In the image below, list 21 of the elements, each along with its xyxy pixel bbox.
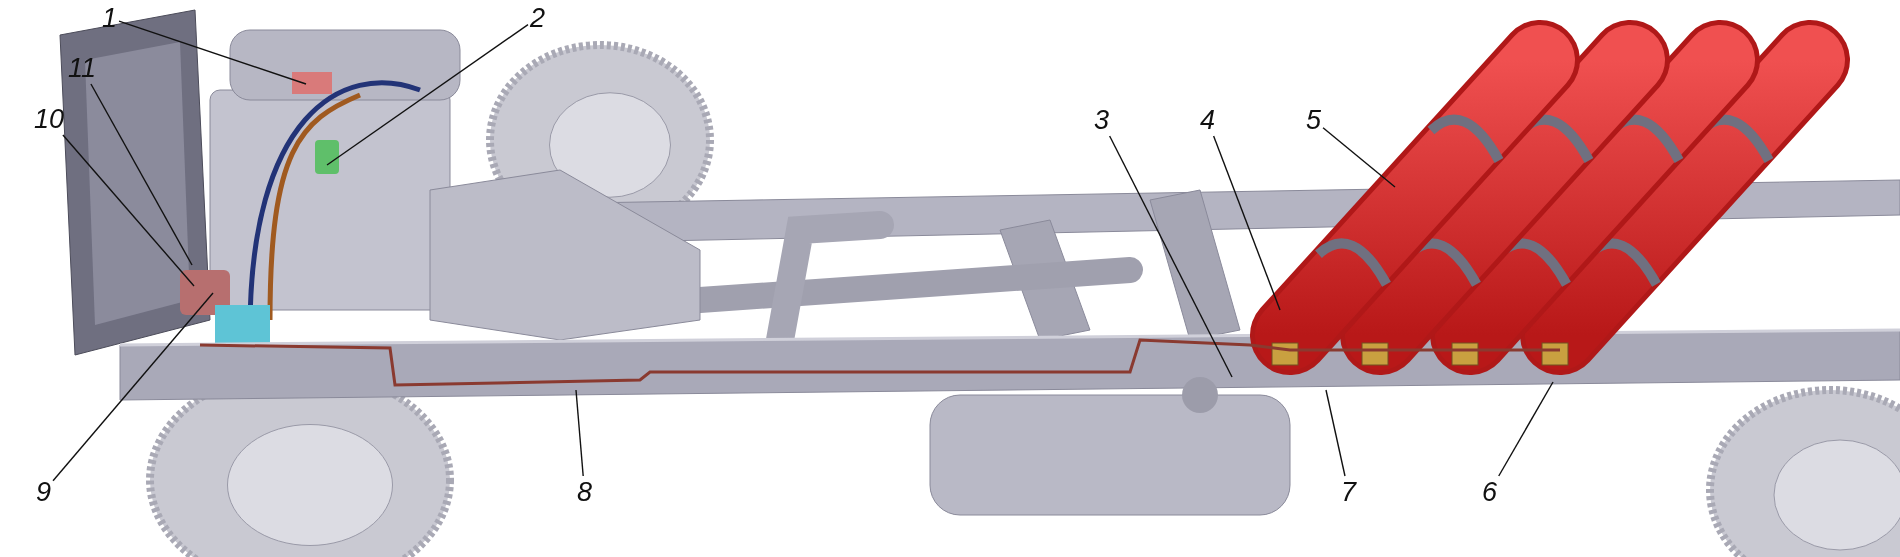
callout-number: 2 xyxy=(530,4,546,32)
leader-line xyxy=(326,23,529,166)
leader-line xyxy=(52,292,214,482)
leader-line xyxy=(1212,135,1281,311)
callout-number: 10 xyxy=(34,105,65,133)
callout-number: 5 xyxy=(1306,106,1322,134)
leader-line xyxy=(62,134,195,287)
leader-line xyxy=(1325,389,1346,477)
leader-line xyxy=(575,389,584,477)
callout-number: 9 xyxy=(36,478,52,506)
callout-number: 3 xyxy=(1094,106,1110,134)
leader-line xyxy=(1322,127,1396,188)
callout-number: 6 xyxy=(1482,478,1498,506)
leader-line xyxy=(1498,381,1554,477)
callout-number: 7 xyxy=(1341,478,1357,506)
callout-number: 11 xyxy=(68,54,97,82)
leader-line xyxy=(90,83,193,266)
callout-number: 8 xyxy=(577,478,593,506)
leader-line xyxy=(1108,135,1233,378)
callout-number: 1 xyxy=(102,4,118,32)
callout-number: 4 xyxy=(1200,106,1216,134)
